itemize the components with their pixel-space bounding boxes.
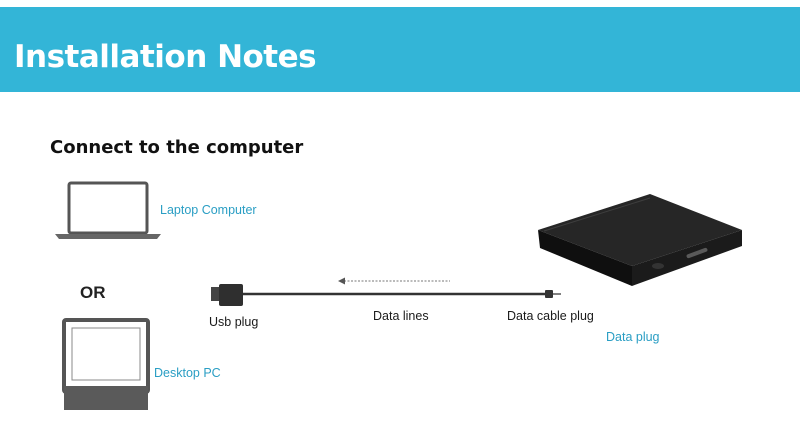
data-cable-plug-label: Data cable plug bbox=[507, 309, 594, 323]
data-lines-label: Data lines bbox=[373, 309, 429, 323]
external-drive-image bbox=[538, 194, 742, 286]
usb-cable bbox=[211, 284, 561, 306]
data-plug-label: Data plug bbox=[606, 330, 660, 344]
header-banner: Installation Notes bbox=[0, 7, 800, 92]
or-label: OR bbox=[80, 283, 106, 302]
usb-plug-label: Usb plug bbox=[209, 315, 259, 329]
desktop-label: Desktop PC bbox=[154, 366, 221, 380]
section-title: Connect to the computer bbox=[50, 137, 304, 158]
page-title: Installation Notes bbox=[14, 39, 317, 75]
direction-arrow bbox=[338, 277, 450, 285]
laptop-label: Laptop Computer bbox=[160, 203, 257, 217]
laptop-icon bbox=[55, 181, 161, 239]
desktop-monitor-icon bbox=[62, 318, 150, 410]
